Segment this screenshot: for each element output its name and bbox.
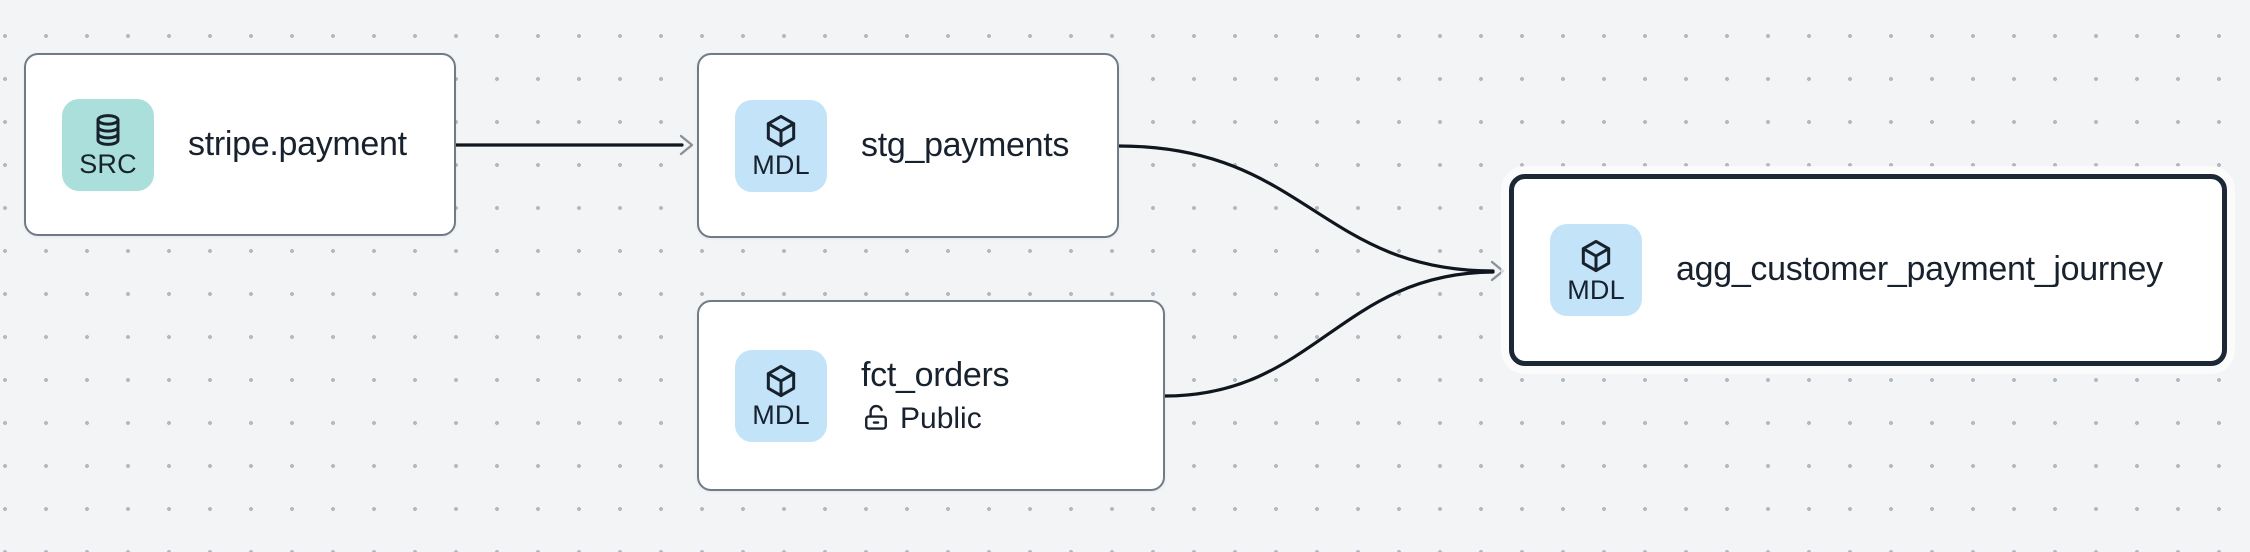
node-stripe-payment[interactable]: SRC stripe.payment: [24, 53, 456, 236]
cube-icon: [766, 114, 796, 148]
access-label: Public: [900, 401, 982, 435]
node-title: fct_orders: [861, 356, 1010, 395]
badge-label: SRC: [79, 149, 137, 179]
node-title: stg_payments: [861, 125, 1070, 164]
unlock-icon: [865, 404, 887, 430]
node-title: agg_customer_payment_journey: [1676, 250, 2163, 289]
model-badge: MDL: [1550, 224, 1642, 316]
node-title: stripe.payment: [188, 124, 407, 163]
badge-label: MDL: [1567, 274, 1625, 305]
source-badge: SRC: [62, 98, 154, 191]
badge-label: MDL: [752, 400, 810, 430]
access-row: Public: [861, 402, 1009, 435]
database-icon: [96, 114, 120, 146]
arrowhead-agg: [1490, 260, 1505, 282]
edge-stg-to-agg: [1117, 144, 1495, 273]
node-agg-customer-payment-journey[interactable]: MDL agg_customer_payment_journey: [1509, 174, 2227, 366]
model-badge: MDL: [735, 349, 827, 442]
node-fct-orders[interactable]: MDL fct_orders Public: [697, 300, 1165, 491]
badge-label: MDL: [752, 150, 810, 180]
cube-icon: [766, 364, 796, 398]
model-badge: MDL: [735, 99, 827, 192]
edge-fct-to-agg: [1163, 270, 1495, 398]
arrowhead-stg: [679, 134, 694, 156]
node-stg-payments[interactable]: MDL stg_payments: [697, 53, 1119, 238]
cube-icon: [1581, 239, 1611, 272]
